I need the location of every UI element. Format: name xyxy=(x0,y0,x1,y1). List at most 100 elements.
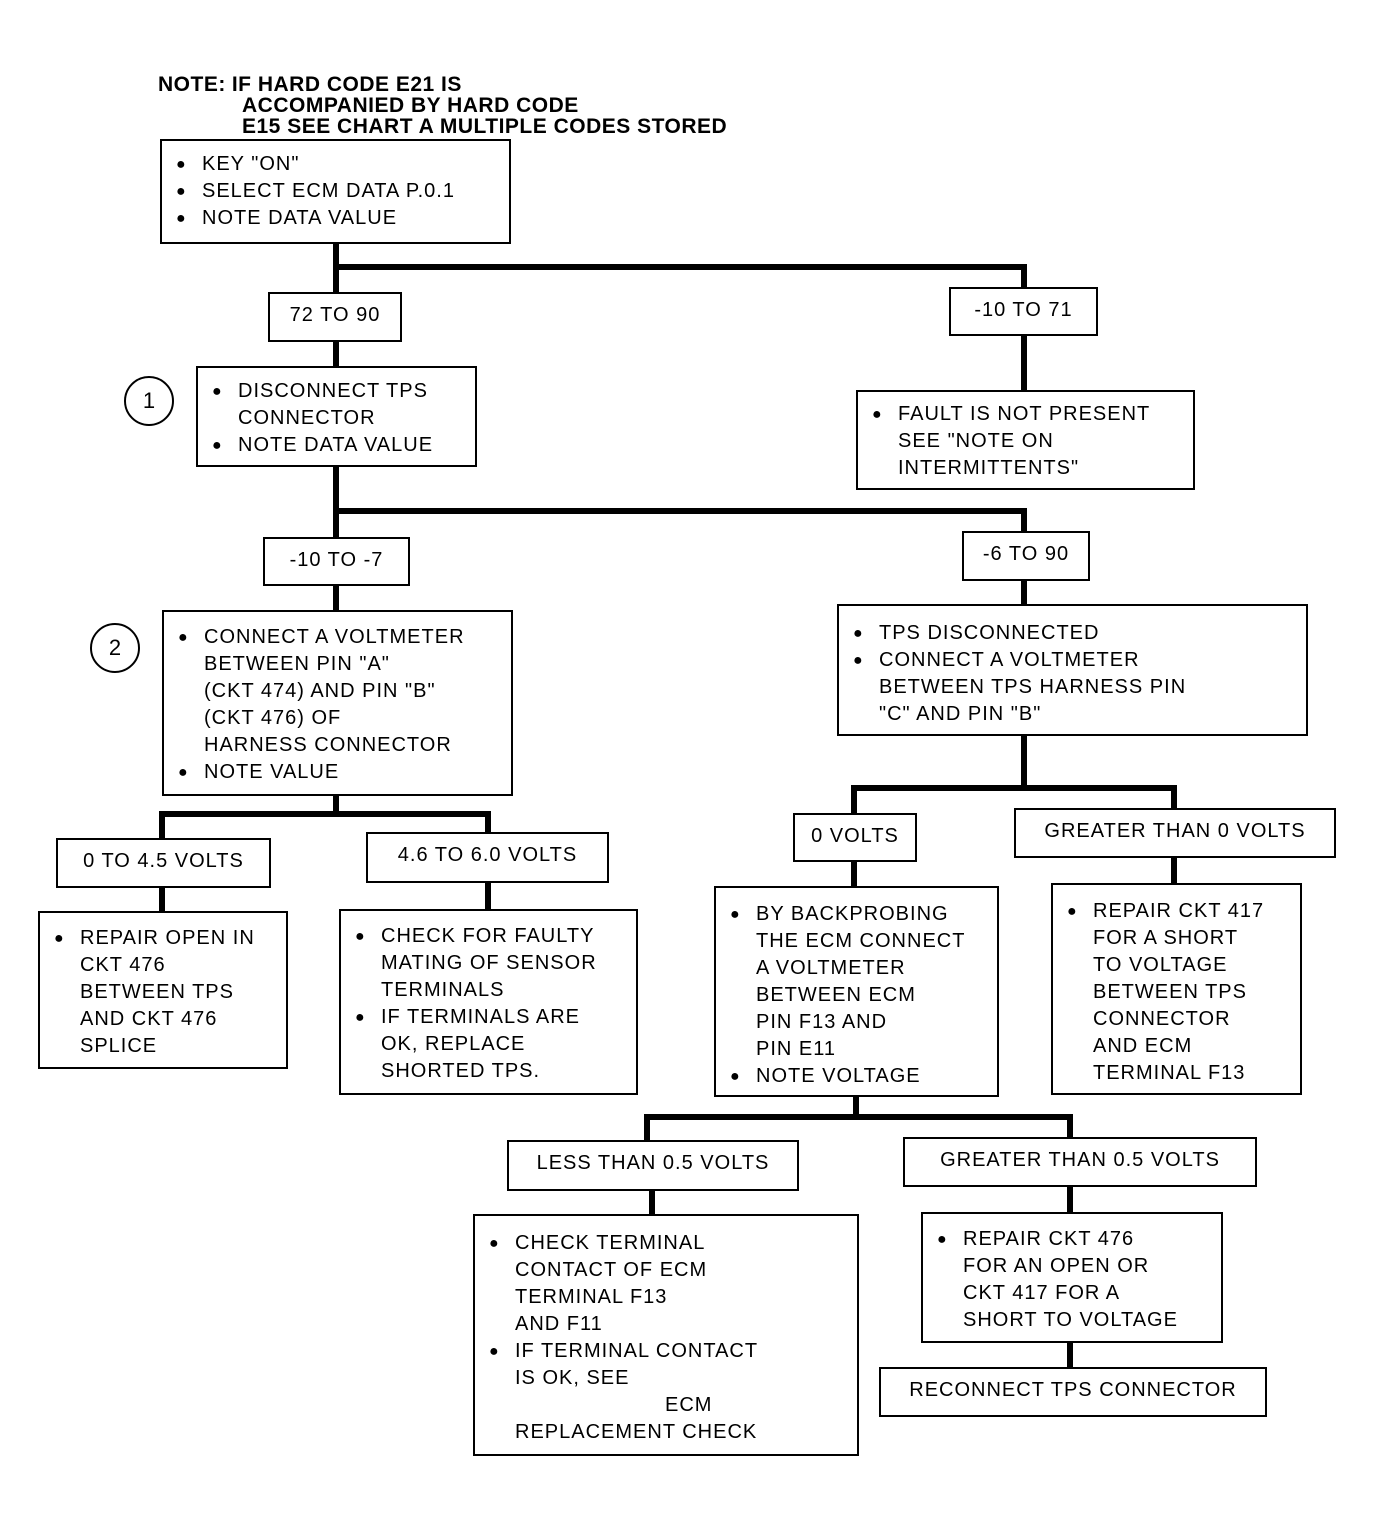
step-item: NOTE DATA VALUE xyxy=(176,205,501,232)
step-text: NOTE DATA VALUE xyxy=(238,434,434,456)
repair-ckt-476-box: REPAIR CKT 476 FOR AN OPEN OR CKT 417 FO… xyxy=(921,1212,1223,1343)
check-mating-box: CHECK FOR FAULTY MATING OF SENSOR TERMIN… xyxy=(339,909,638,1095)
step-number-text: 2 xyxy=(108,635,122,660)
range-text: GREATER THAN 0 VOLTS xyxy=(1044,820,1306,842)
step-text: DISCONNECT TPS xyxy=(238,380,428,402)
check-terminal-box: CHECK TERMINAL CONTACT OF ECM TERMINAL F… xyxy=(473,1214,859,1456)
step-text: TO VOLTAGE xyxy=(1093,954,1228,976)
step-text: (CKT 476) OF xyxy=(204,707,342,729)
step-text: CONNECT A VOLTMETER xyxy=(204,626,465,648)
range-text: 0 TO 4.5 VOLTS xyxy=(83,850,244,872)
step-text: TERMINAL F13 xyxy=(1093,1062,1246,1084)
range-text: -10 TO 71 xyxy=(974,299,1073,321)
step-text: (CKT 474) AND PIN "B" xyxy=(204,680,436,702)
step-text: SHORTED TPS. xyxy=(381,1060,541,1082)
range-label-0-volts: 0 VOLTS xyxy=(793,813,917,862)
repair-open-box: REPAIR OPEN IN CKT 476 BETWEEN TPS AND C… xyxy=(38,911,288,1069)
range-label-greater-0-volts: GREATER THAN 0 VOLTS xyxy=(1014,808,1336,858)
range-label-greater-0-5-volts: GREATER THAN 0.5 VOLTS xyxy=(903,1137,1257,1187)
step-item: REPAIR CKT 417 FOR A SHORT TO VOLTAGE BE… xyxy=(1067,898,1292,1087)
step-item: SELECT ECM DATA P.0.1 xyxy=(176,178,501,205)
step-item: CONNECT A VOLTMETER BETWEEN PIN "A" (CKT… xyxy=(178,624,503,759)
step-text: REPLACEMENT CHECK xyxy=(515,1421,758,1443)
step-text: CKT 417 FOR A xyxy=(963,1282,1121,1304)
step-text: BETWEEN TPS xyxy=(80,981,234,1003)
step-text: IS OK, SEE xyxy=(515,1367,630,1389)
step-text: AND F11 xyxy=(515,1313,603,1335)
step-text: SEE "NOTE ON xyxy=(898,430,1054,452)
step-number-1: 1 xyxy=(124,376,174,426)
step-item: DISCONNECT TPS CONNECTOR xyxy=(212,378,467,432)
step-text: THE ECM CONNECT xyxy=(756,930,966,952)
step-text: IF TERMINALS ARE xyxy=(381,1006,581,1028)
step-text: MATING OF SENSOR xyxy=(381,952,597,974)
note-text: NOTE:IF HARD CODE E21 IS ACCOMPANIED BY … xyxy=(158,74,727,137)
step-text: REPAIR CKT 476 xyxy=(963,1228,1135,1250)
range-label-neg6-90: -6 TO 90 xyxy=(962,531,1090,581)
tps-disconnected-box: TPS DISCONNECTED CONNECT A VOLTMETER BET… xyxy=(837,604,1308,736)
step-text: TERMINAL F13 xyxy=(515,1286,668,1308)
step-item: CHECK TERMINAL CONTACT OF ECM TERMINAL F… xyxy=(489,1230,849,1338)
step-number-2: 2 xyxy=(90,623,140,673)
step-text: "C" AND PIN "B" xyxy=(879,703,1042,725)
step-text: NOTE VALUE xyxy=(204,761,340,783)
step-text: AND CKT 476 xyxy=(80,1008,218,1030)
step-item: IF TERMINALS ARE OK, REPLACE SHORTED TPS… xyxy=(355,1004,628,1085)
range-label-neg10-71: -10 TO 71 xyxy=(949,287,1098,336)
range-text: 4.6 TO 6.0 VOLTS xyxy=(397,844,578,866)
note-line: ACCOMPANIED BY HARD CODE xyxy=(242,94,579,117)
range-text: 0 VOLTS xyxy=(811,825,899,847)
step-text: TERMINALS xyxy=(381,979,505,1001)
step-text: IF TERMINAL CONTACT xyxy=(515,1340,759,1362)
step-text: KEY "ON" xyxy=(202,153,300,175)
step-item: REPAIR OPEN IN CKT 476 BETWEEN TPS AND C… xyxy=(54,925,278,1060)
step-text: FAULT IS NOT PRESENT xyxy=(898,403,1151,425)
step-text: FOR AN OPEN OR xyxy=(963,1255,1150,1277)
step-item: NOTE VOLTAGE xyxy=(730,1063,989,1090)
step-text: CONNECT A VOLTMETER xyxy=(879,649,1140,671)
step-text: OK, REPLACE xyxy=(381,1033,526,1055)
step-text: CONTACT OF ECM xyxy=(515,1259,708,1281)
step-item: KEY "ON" xyxy=(176,151,501,178)
step-item: FAULT IS NOT PRESENT SEE "NOTE ON INTERMIT… xyxy=(872,401,1185,482)
step-text: BETWEEN PIN "A" xyxy=(204,653,390,675)
range-text: GREATER THAN 0.5 VOLTS xyxy=(940,1149,1220,1171)
reconnect-tps-box: RECONNECT TPS CONNECTOR xyxy=(879,1367,1267,1417)
note-line: IF HARD CODE E21 IS xyxy=(231,73,462,96)
step-item: BY BACKPROBING THE ECM CONNECT A VOLTMET… xyxy=(730,901,989,1063)
step-text: BY BACKPROBING xyxy=(756,903,949,925)
step-text: CONNECTOR xyxy=(1093,1008,1231,1030)
range-label-72-90: 72 TO 90 xyxy=(268,292,402,342)
step-item: TPS DISCONNECTED xyxy=(853,620,1298,647)
step-text: NOTE DATA VALUE xyxy=(202,207,398,229)
step-text: REPAIR OPEN IN xyxy=(80,927,255,949)
backprobe-box: BY BACKPROBING THE ECM CONNECT A VOLTMET… xyxy=(714,886,999,1097)
step-text: SHORT TO VOLTAGE xyxy=(963,1309,1178,1331)
step-text: PIN E11 xyxy=(756,1038,836,1060)
step-text: BETWEEN TPS xyxy=(1093,981,1247,1003)
step-text: CKT 476 xyxy=(80,954,166,976)
note-line: E15 SEE CHART A MULTIPLE CODES STORED xyxy=(242,115,728,138)
step-item: IF TERMINAL CONTACT IS OK, SEE ECM REPLA… xyxy=(489,1338,849,1446)
step-text: BETWEEN TPS HARNESS PIN xyxy=(879,676,1187,698)
step-item: REPAIR CKT 476 FOR AN OPEN OR CKT 417 FO… xyxy=(937,1226,1213,1334)
step-text: NOTE VOLTAGE xyxy=(756,1065,921,1087)
step-text: PIN F13 AND xyxy=(756,1011,888,1033)
step-text: CHECK TERMINAL xyxy=(515,1232,706,1254)
step-text: ECM xyxy=(665,1394,713,1416)
step-text: TPS DISCONNECTED xyxy=(879,622,1100,644)
step-text: CHECK FOR FAULTY xyxy=(381,925,595,947)
repair-ckt-417-box: REPAIR CKT 417 FOR A SHORT TO VOLTAGE BE… xyxy=(1051,883,1302,1095)
step-text: INTERMITTENTS" xyxy=(898,457,1080,479)
start-box: KEY "ON" SELECT ECM DATA P.0.1 NOTE DATA… xyxy=(160,139,511,244)
step-text: REPAIR CKT 417 xyxy=(1093,900,1265,922)
range-label-0-4-5-volts: 0 TO 4.5 VOLTS xyxy=(56,838,271,888)
step-item: NOTE DATA VALUE xyxy=(212,432,467,459)
fault-not-present-box: FAULT IS NOT PRESENT SEE "NOTE ON INTERMIT… xyxy=(856,390,1195,490)
step-text: SPLICE xyxy=(80,1035,158,1057)
step-item: CONNECT A VOLTMETER BETWEEN TPS HARNESS … xyxy=(853,647,1298,728)
note-prefix: NOTE: xyxy=(158,73,226,96)
range-text: -10 TO -7 xyxy=(289,549,384,571)
step-text: CONNECTOR xyxy=(238,407,376,429)
